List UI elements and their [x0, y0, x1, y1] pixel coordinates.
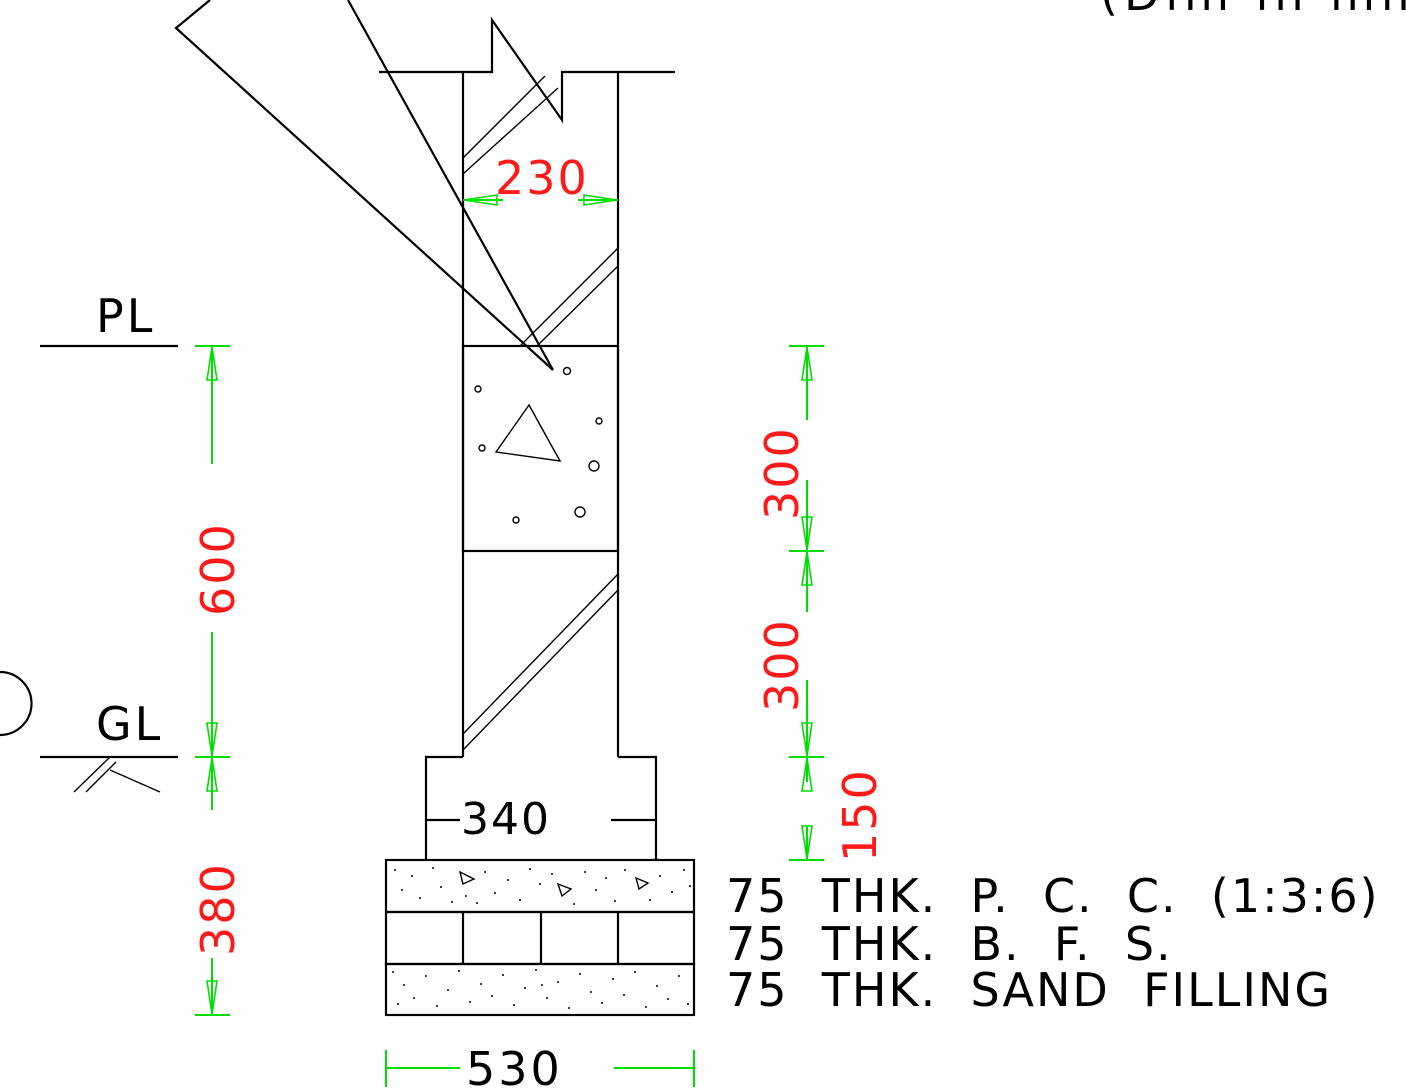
- pcc-layer: [384, 858, 696, 914]
- section-marker-circle: [0, 670, 33, 737]
- plinth-level-label: PL: [96, 289, 155, 343]
- base-width-dimension: 530: [466, 1042, 563, 1092]
- plinth-height-dimension: 600: [191, 522, 245, 616]
- plinth-beam: [461, 344, 620, 553]
- base-width-dimension-line: [385, 1050, 695, 1087]
- layer-note-sand: 75 THK. SAND FILLING: [726, 963, 1332, 1017]
- layer-note-bfs: 75 THK. B. F. S.: [726, 917, 1173, 971]
- wall-thickness-dimension-line: [463, 194, 618, 206]
- layer-note-pcc: 75 THK. P. C. C. (1:3:6): [726, 869, 1380, 923]
- left-vertical-dimension: [195, 345, 230, 1016]
- callout-leader: [174, 0, 554, 371]
- brick-wall: [379, 16, 675, 757]
- footing-width-label: 340: [461, 794, 551, 845]
- ground-level-marker: GL: [40, 697, 178, 793]
- footing-step: 340: [424, 755, 658, 860]
- brick-flat-soling-layer: [384, 910, 696, 966]
- foundation-depth-dimension: 380: [191, 862, 245, 956]
- wall-above-gl-dimension: 300: [755, 618, 809, 712]
- right-vertical-dimension: [789, 345, 824, 861]
- ground-level-label: GL: [96, 697, 163, 751]
- plinth-beam-dimension: 300: [755, 426, 809, 520]
- footing-step-dimension: 150: [833, 768, 887, 862]
- plinth-level-marker: PL: [40, 289, 178, 348]
- wall-thickness-dimension: 230: [495, 151, 589, 205]
- dimension-unit-note: (Dim in mm: [1100, 0, 1406, 21]
- sand-filling-layer: [384, 962, 696, 1017]
